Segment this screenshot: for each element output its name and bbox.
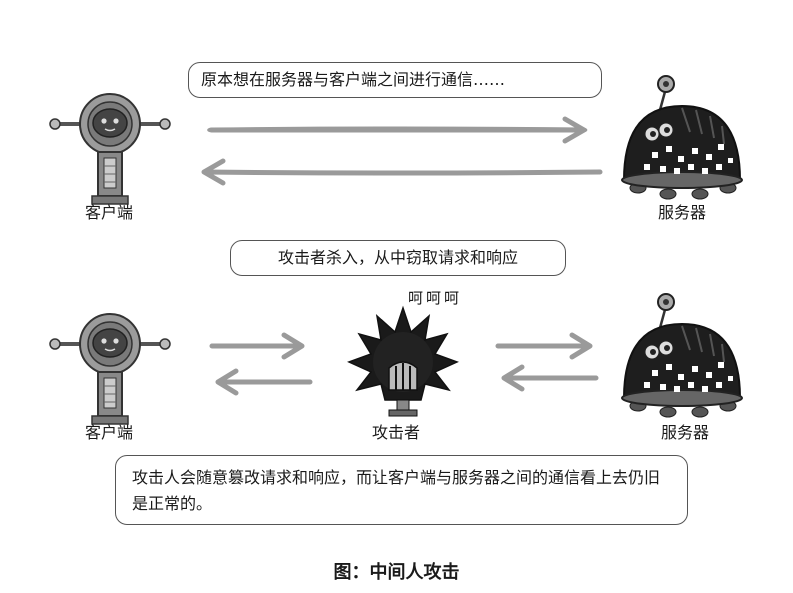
attacker-laugh-text: 呵呵呵 [408, 289, 463, 307]
attacker-spiky-icon [347, 305, 459, 417]
arrow-right-icon [209, 116, 587, 144]
speech-bubble-middle: 攻击者杀入，从中窃取请求和响应 [230, 240, 566, 276]
speech-bubble-top: 原本想在服务器与客户端之间进行通信…… [188, 62, 602, 98]
server-beetle-icon [620, 292, 744, 419]
server-beetle-icon [620, 74, 744, 201]
arrow-left-icon [201, 158, 603, 186]
figure-caption: 图：中间人攻击 [333, 562, 460, 583]
arrow-left-icon [501, 364, 599, 392]
client-robot-icon [48, 92, 172, 206]
client-robot-icon [48, 312, 172, 426]
speech-bubble-bottom: 攻击人会随意篡改请求和响应，而让客户端与服务器之间的通信看上去仍旧是正常的。 [115, 455, 688, 525]
arrow-right-icon [209, 332, 305, 360]
client-label-bottom: 客户端 [85, 423, 134, 442]
server-label-top: 服务器 [658, 203, 707, 222]
server-label-bottom: 服务器 [661, 423, 710, 442]
attacker-label: 攻击者 [372, 423, 421, 442]
client-label-top: 客户端 [85, 203, 134, 222]
arrow-left-icon [215, 368, 313, 396]
arrow-right-icon [495, 332, 593, 360]
